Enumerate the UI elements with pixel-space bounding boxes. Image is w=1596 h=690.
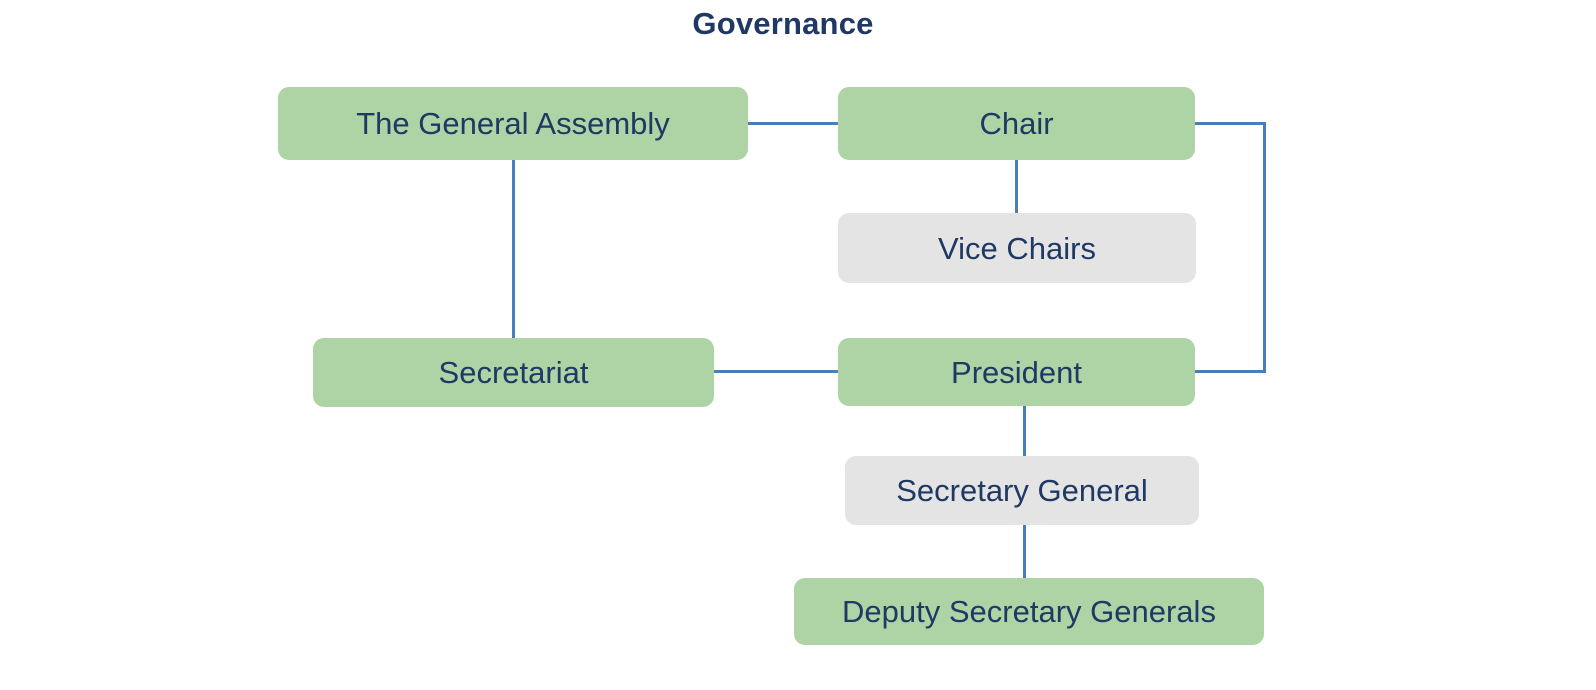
connector-secretariat-to-president [714, 370, 838, 373]
connector-chair-to-president-segment-side [1263, 122, 1266, 372]
node-secretariat-label: Secretariat [438, 355, 589, 390]
node-president[interactable]: President [838, 338, 1195, 406]
connector-chair-to-president-segment-top [1195, 122, 1266, 125]
node-vice-chairs[interactable]: Vice Chairs [838, 213, 1196, 283]
node-president-label: President [951, 354, 1082, 390]
node-chair[interactable]: Chair [838, 87, 1195, 160]
node-deputy-secretary-generals[interactable]: Deputy Secretary Generals [794, 578, 1264, 645]
node-deputy-secretary-generals-label: Deputy Secretary Generals [842, 594, 1216, 629]
node-secretary-general-label: Secretary General [896, 473, 1148, 508]
node-general-assembly[interactable]: The General Assembly [278, 87, 748, 160]
node-chair-label: Chair [979, 106, 1054, 141]
connector-chair-to-president-segment-bottom [1195, 370, 1266, 373]
node-secretariat[interactable]: Secretariat [313, 338, 714, 407]
connector-chair-to-vice-chairs [1015, 160, 1018, 213]
node-general-assembly-label: The General Assembly [356, 106, 670, 141]
connector-general-assembly-to-chair [748, 122, 838, 125]
connector-general-assembly-to-secretariat [512, 160, 515, 338]
page-title: Governance [692, 6, 874, 41]
connector-secretary-general-to-deputy-secretary-generals [1023, 525, 1026, 578]
node-secretary-general[interactable]: Secretary General [845, 456, 1199, 525]
node-vice-chairs-label: Vice Chairs [938, 230, 1096, 266]
connector-president-to-secretary-general [1023, 406, 1026, 456]
